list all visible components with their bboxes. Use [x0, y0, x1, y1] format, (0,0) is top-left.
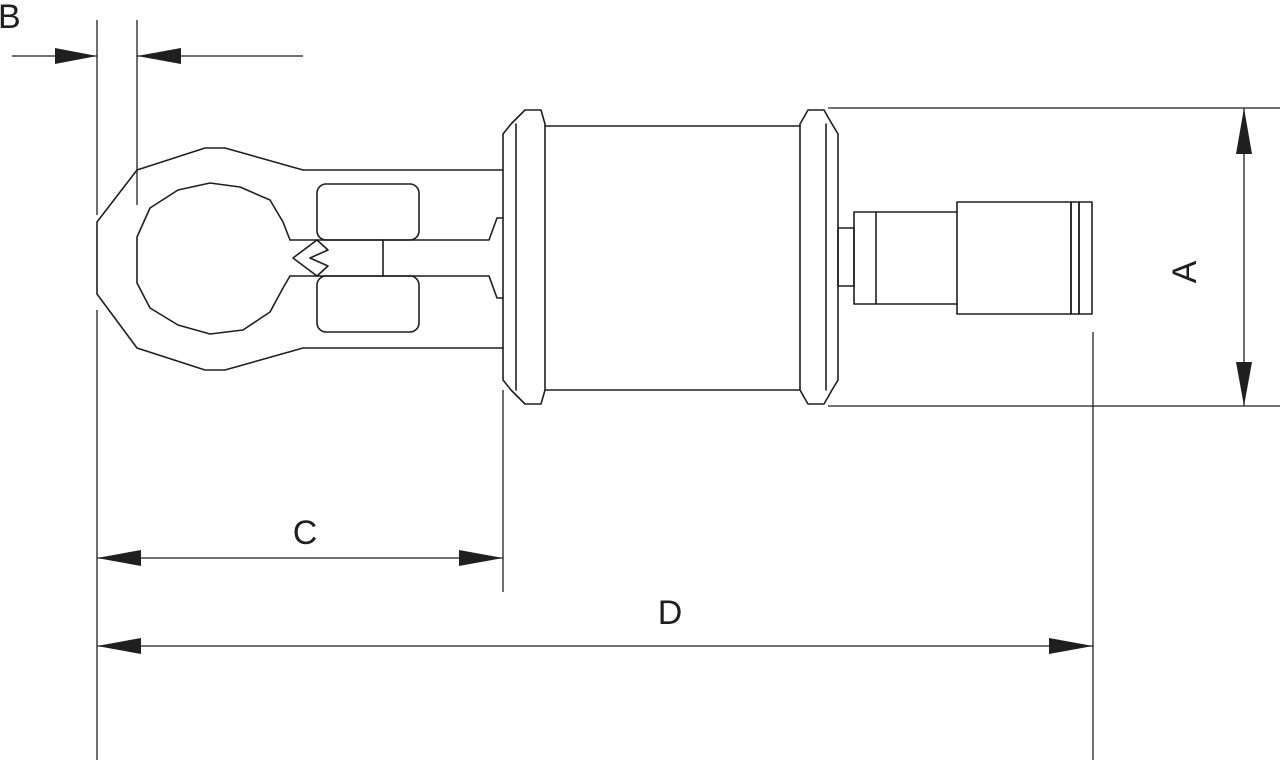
dimension-a-label: A: [1166, 260, 1204, 283]
guide-window-top: [316, 183, 420, 241]
cutter-head: [96, 147, 504, 371]
dimension-a: A: [1166, 108, 1252, 406]
guide-window-bottom: [316, 275, 420, 333]
dimension-d: D: [97, 594, 1093, 654]
arrow-head: [1049, 638, 1093, 654]
arrow-head: [137, 48, 181, 64]
arrow-head: [97, 550, 141, 566]
dimension-c-label: C: [293, 514, 318, 552]
arrow-head: [97, 638, 141, 654]
dimension-d-label: D: [658, 594, 683, 632]
arrow-head: [1236, 362, 1252, 406]
arrow-head: [1236, 108, 1252, 154]
extension-lines: [96, 20, 1280, 760]
dimension-b-label: B: [0, 0, 21, 36]
cylinder-body: [502, 109, 839, 405]
dimension-b: B: [0, 0, 303, 64]
arrow-head: [459, 550, 503, 566]
coupler: [837, 201, 1093, 315]
arrow-head: [55, 48, 97, 64]
dimension-c: C: [97, 514, 503, 566]
